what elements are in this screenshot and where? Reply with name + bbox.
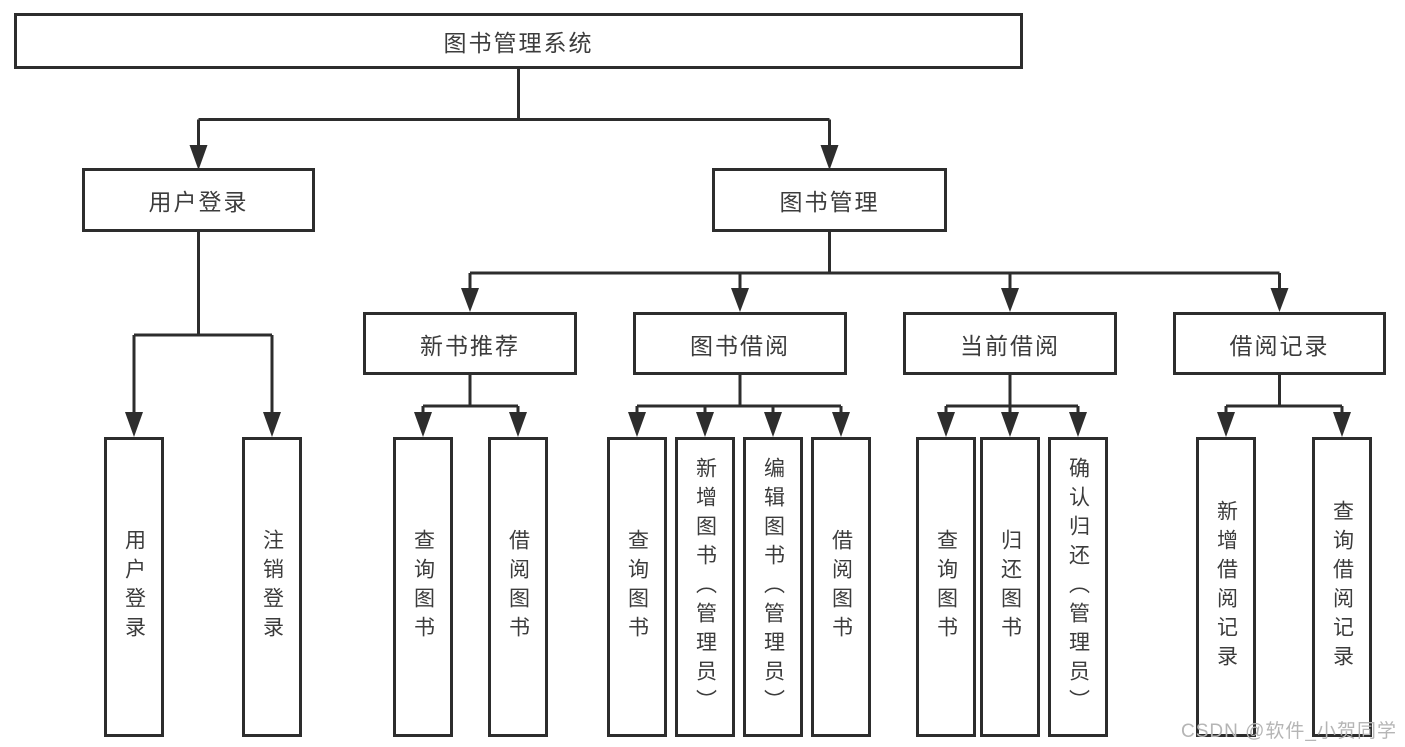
- arrowhead-new-book: [461, 288, 479, 312]
- leaf-label: 查询图书: [934, 529, 958, 645]
- arrowhead-g3-3: [764, 412, 782, 437]
- node-label: 用户登录: [148, 189, 249, 215]
- arrowhead-book-mgmt: [820, 145, 839, 170]
- leaf-label: 用户登录: [122, 529, 146, 645]
- node-book-borrowing: 图书借阅: [633, 312, 847, 375]
- arrowhead-borrow-records: [1270, 288, 1289, 312]
- node-label: 图书管理系统: [443, 30, 594, 56]
- arrowhead-g2-1: [414, 412, 432, 437]
- node-label: 图书借阅: [690, 332, 790, 359]
- leaf-label: 确认归还（管理员）: [1066, 456, 1090, 718]
- leaf-query-books-current: 查询图书: [916, 437, 976, 737]
- leaf-user-login: 用户登录: [104, 437, 164, 737]
- node-label: 新书推荐: [420, 332, 520, 359]
- arrowhead-g5-1: [1217, 412, 1235, 437]
- arrowhead-leaf-login: [125, 412, 143, 437]
- arrowhead-user-login: [189, 145, 208, 170]
- arrowhead-g3-2: [696, 412, 714, 437]
- leaf-label: 注销登录: [260, 529, 284, 645]
- leaf-label: 归还图书: [998, 529, 1022, 645]
- node-borrow-records: 借阅记录: [1173, 312, 1386, 375]
- leaf-query-books-borrow: 查询图书: [607, 437, 667, 737]
- arrowhead-book-borrow: [731, 288, 749, 312]
- leaf-query-books-recommend: 查询图书: [393, 437, 453, 737]
- leaf-confirm-return-admin: 确认归还（管理员）: [1048, 437, 1108, 737]
- arrowhead-g3-4: [832, 412, 850, 437]
- leaf-add-borrow-record: 新增借阅记录: [1196, 437, 1256, 737]
- leaf-label: 编辑图书（管理员）: [761, 456, 785, 718]
- arrowhead-g2-2: [509, 412, 527, 437]
- arrowhead-g4-3: [1069, 412, 1087, 437]
- leaf-label: 查询图书: [625, 529, 649, 645]
- leaf-borrow-books: 借阅图书: [811, 437, 871, 737]
- leaf-return-book: 归还图书: [980, 437, 1040, 737]
- node-label: 当前借阅: [960, 332, 1060, 359]
- arrowhead-g4-2: [1001, 412, 1019, 437]
- leaf-label: 借阅图书: [829, 529, 853, 645]
- leaf-label: 借阅图书: [506, 529, 530, 645]
- leaf-label: 查询图书: [411, 529, 435, 645]
- node-new-book-recommend: 新书推荐: [363, 312, 577, 375]
- leaf-logout: 注销登录: [242, 437, 302, 737]
- arrowhead-leaf-logout: [263, 412, 281, 437]
- arrowhead-g5-2: [1333, 412, 1351, 437]
- node-user-login: 用户登录: [82, 168, 315, 232]
- leaf-label: 查询借阅记录: [1330, 500, 1354, 674]
- leaf-query-borrow-record: 查询借阅记录: [1312, 437, 1372, 737]
- watermark: CSDN @软件_小贺同学: [1181, 721, 1397, 742]
- node-book-management: 图书管理: [712, 168, 947, 232]
- arrowhead-g3-1: [628, 412, 646, 437]
- node-label: 图书管理: [779, 189, 880, 215]
- leaf-add-book-admin: 新增图书（管理员）: [675, 437, 735, 737]
- leaf-label: 新增借阅记录: [1214, 500, 1238, 674]
- node-system-root: 图书管理系统: [14, 13, 1023, 69]
- node-current-borrowing: 当前借阅: [903, 312, 1117, 375]
- leaf-borrow-books-recommend: 借阅图书: [488, 437, 548, 737]
- arrowhead-g4-1: [937, 412, 955, 437]
- arrowhead-current-borrow: [1001, 288, 1019, 312]
- leaf-edit-book-admin: 编辑图书（管理员）: [743, 437, 803, 737]
- leaf-label: 新增图书（管理员）: [693, 456, 717, 718]
- node-label: 借阅记录: [1229, 332, 1330, 359]
